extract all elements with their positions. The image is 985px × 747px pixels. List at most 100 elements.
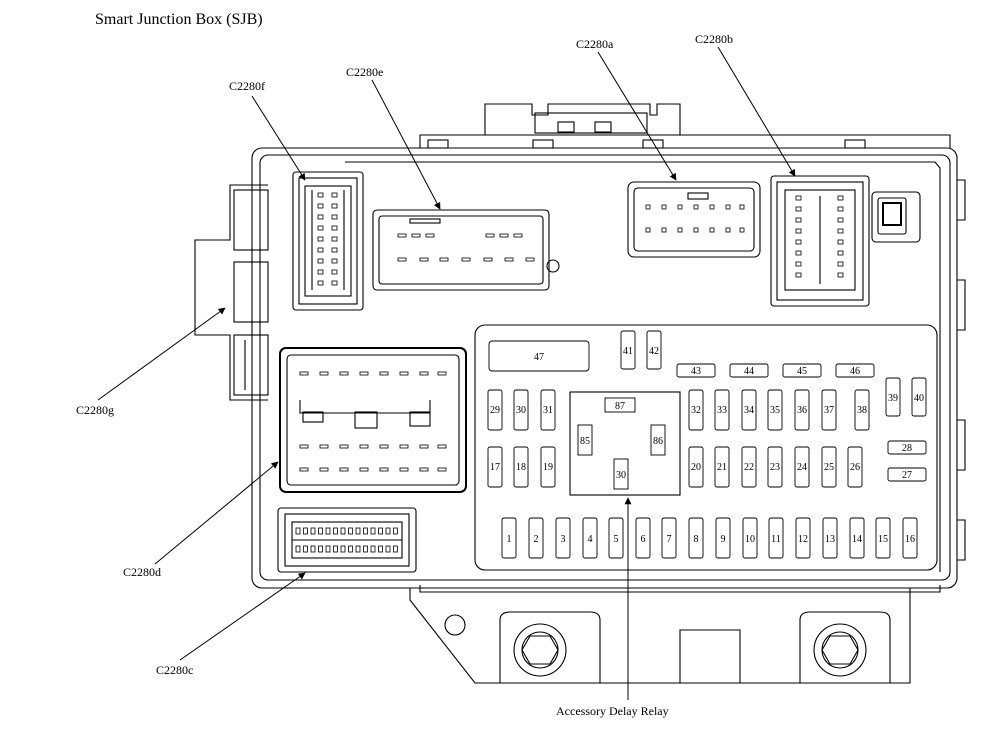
fuse-15 [875, 517, 891, 559]
fuse-7 [661, 517, 677, 559]
connector-pin [363, 545, 368, 553]
connector-pin [379, 371, 389, 376]
fuse-label-32: 32 [691, 405, 701, 416]
c2280f-connector [292, 171, 364, 311]
connector-pin [310, 527, 316, 535]
connector-pin [331, 247, 338, 253]
connector-pin [399, 371, 409, 376]
fuse-label-34: 34 [744, 405, 754, 416]
connector-pin [318, 545, 323, 553]
fuse-label-16: 16 [905, 534, 915, 545]
connector-pin [483, 257, 493, 262]
connector-pin [645, 204, 651, 210]
fuse-47 [488, 340, 590, 372]
fuse-label-1: 1 [507, 534, 512, 545]
connector-pin [645, 227, 651, 233]
connector-pin [393, 527, 398, 535]
connector-pin [325, 545, 331, 553]
connector-pin [739, 227, 745, 233]
fuse-30 [513, 389, 529, 431]
fuse-44 [729, 363, 769, 378]
top-mount-bracket [419, 103, 951, 149]
connector-pin [379, 467, 389, 472]
fuse-12 [795, 517, 811, 559]
fuse-label-37: 37 [824, 405, 834, 416]
fuse-label-41: 41 [623, 346, 633, 357]
fuse-10 [742, 517, 758, 559]
fuse-21 [714, 446, 730, 488]
leader-c2280e [371, 79, 441, 210]
connector-pin [661, 204, 667, 210]
connector-pin [331, 258, 338, 264]
fuse-43 [676, 363, 716, 378]
connector-pin [317, 258, 324, 264]
fuse-label-22: 22 [744, 462, 754, 473]
fuse-6 [635, 517, 651, 559]
connector-pin [504, 257, 514, 262]
fuse-label-30: 30 [516, 405, 526, 416]
connector-pin [331, 214, 338, 220]
connector-pin [837, 206, 844, 212]
fuse-22 [741, 446, 757, 488]
connector-pin [359, 371, 369, 376]
fuse-label-14: 14 [852, 534, 862, 545]
connector-pin [317, 247, 324, 253]
fuse-label-19: 19 [543, 462, 553, 473]
connector-pin [378, 545, 383, 553]
connector-pin [419, 371, 429, 376]
fuse-label-35: 35 [770, 405, 780, 416]
fuse-label-2: 2 [534, 534, 539, 545]
label-c2280b: C2280b [695, 32, 733, 46]
connector-pin [319, 467, 329, 472]
connector-pin [437, 444, 447, 449]
fuse-46 [835, 363, 875, 378]
connector-pin [693, 204, 699, 210]
connector-pin [439, 257, 449, 262]
fuse-label-9: 9 [721, 534, 726, 545]
fuse-label-33: 33 [717, 405, 727, 416]
label-c2280e: C2280e [346, 65, 383, 79]
fuse-20 [688, 446, 704, 488]
fuse-label-44: 44 [744, 366, 754, 377]
fuse-panel [474, 324, 938, 571]
leader-c2280c [179, 572, 306, 661]
fuse-37 [821, 389, 837, 431]
connector-pin [331, 280, 338, 286]
connector-pin [299, 371, 309, 376]
fuse-32 [688, 389, 704, 431]
fuse-label-21: 21 [717, 462, 727, 473]
fuse-label-17: 17 [490, 462, 500, 473]
connector-pin [485, 233, 495, 238]
fuse-label-26: 26 [850, 462, 860, 473]
connector-pin [795, 239, 802, 245]
label-c2280a: C2280a [576, 37, 614, 51]
fuse-11 [768, 517, 784, 559]
connector-pin [385, 527, 391, 535]
relay-pin-30 [613, 458, 629, 490]
connector-pin [837, 217, 844, 223]
fuse-2 [528, 517, 544, 559]
connector-pin [709, 227, 715, 233]
connector-pin [317, 214, 324, 220]
fuse-label-13: 13 [825, 534, 835, 545]
connector-pin [397, 257, 407, 262]
fuse-25 [821, 446, 837, 488]
connector-pin [370, 545, 376, 553]
fuse-label-4: 4 [588, 534, 593, 545]
connector-pin [339, 371, 349, 376]
fuse-40 [911, 377, 927, 417]
connector-pin [348, 527, 353, 535]
connector-pin [317, 225, 324, 231]
fuse-1 [501, 517, 517, 559]
fuse-label-46: 46 [850, 366, 860, 377]
connector-pin [333, 545, 338, 553]
fuse-label-5: 5 [614, 534, 619, 545]
connector-pin [795, 228, 802, 234]
connector-pin [303, 527, 308, 535]
relay-pin-label-85: 85 [580, 436, 590, 447]
c2280c-connector [277, 507, 417, 573]
fuse-33 [714, 389, 730, 431]
fuse-35 [767, 389, 783, 431]
fuse-3 [555, 517, 571, 559]
fuse-label-23: 23 [770, 462, 780, 473]
